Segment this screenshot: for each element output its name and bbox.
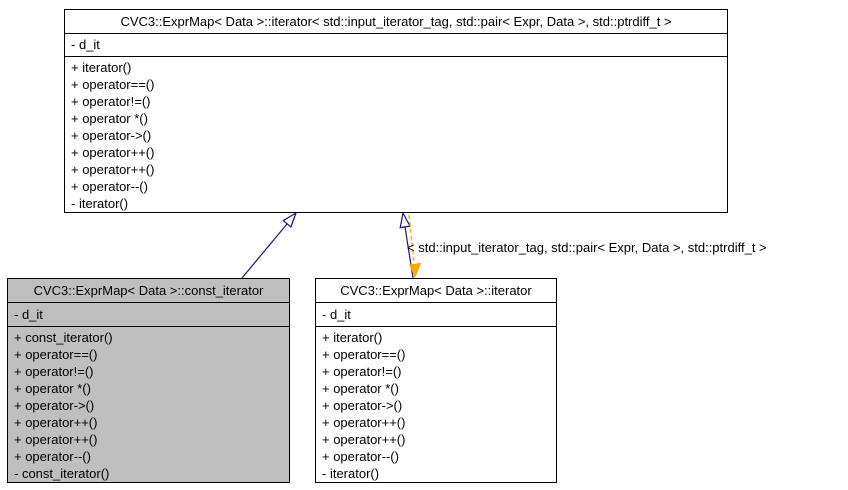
method-item: + operator++() bbox=[322, 432, 406, 447]
method-item: + operator *() bbox=[322, 381, 399, 396]
method-item: + operator--() bbox=[322, 449, 399, 464]
method-item: + operator==() bbox=[322, 347, 406, 362]
class-box-const-iterator[interactable]: CVC3::ExprMap< Data >::const_iterator - … bbox=[7, 278, 290, 483]
method-item: + operator--() bbox=[14, 449, 91, 464]
attribute-d-it: - d_it bbox=[14, 307, 43, 323]
method-item: - iterator() bbox=[71, 196, 129, 211]
method-item: + operator *() bbox=[71, 111, 148, 126]
attribute-d-it: - d_it bbox=[71, 37, 100, 53]
class-box-iterator[interactable]: CVC3::ExprMap< Data >::iterator - d_it +… bbox=[315, 278, 557, 483]
method-item: - iterator() bbox=[322, 466, 380, 481]
method-item: + operator *() bbox=[14, 381, 91, 396]
class-title[interactable]: CVC3::ExprMap< Data >::const_iterator bbox=[8, 279, 289, 304]
attribute-d-it: - d_it bbox=[322, 307, 351, 323]
template-args-label: < std::input_iterator_tag, std::pair< Ex… bbox=[407, 240, 767, 255]
method-item: + operator->() bbox=[71, 128, 152, 143]
method-item: + iterator() bbox=[71, 60, 132, 75]
method-item: + operator++() bbox=[71, 145, 155, 160]
method-item: + operator--() bbox=[71, 179, 148, 194]
method-list: + iterator() + operator==() + operator!=… bbox=[316, 327, 556, 482]
method-item: + const_iterator() bbox=[14, 330, 113, 345]
inheritance-arrow-const-iterator bbox=[241, 211, 298, 279]
method-item: + operator++() bbox=[322, 415, 406, 430]
method-item: + operator!=() bbox=[14, 364, 94, 379]
method-item: + operator->() bbox=[322, 398, 403, 413]
method-item: + operator==() bbox=[71, 77, 155, 92]
method-item: + operator==() bbox=[14, 347, 98, 362]
method-item: + operator++() bbox=[14, 432, 98, 447]
method-list: + const_iterator() + operator==() + oper… bbox=[8, 327, 289, 482]
method-item: + iterator() bbox=[322, 330, 383, 345]
method-item: + operator++() bbox=[71, 162, 155, 177]
method-list: + iterator() + operator==() + operator!=… bbox=[65, 57, 727, 212]
method-item: + operator->() bbox=[14, 398, 95, 413]
method-item: + operator!=() bbox=[322, 364, 402, 379]
class-box-base-iterator[interactable]: CVC3::ExprMap< Data >::iterator< std::in… bbox=[64, 9, 728, 213]
method-item: + operator!=() bbox=[71, 94, 151, 109]
class-title[interactable]: CVC3::ExprMap< Data >::iterator bbox=[316, 279, 556, 304]
class-title[interactable]: CVC3::ExprMap< Data >::iterator< std::in… bbox=[65, 10, 727, 34]
method-item: + operator++() bbox=[14, 415, 98, 430]
method-item: - const_iterator() bbox=[14, 466, 110, 481]
